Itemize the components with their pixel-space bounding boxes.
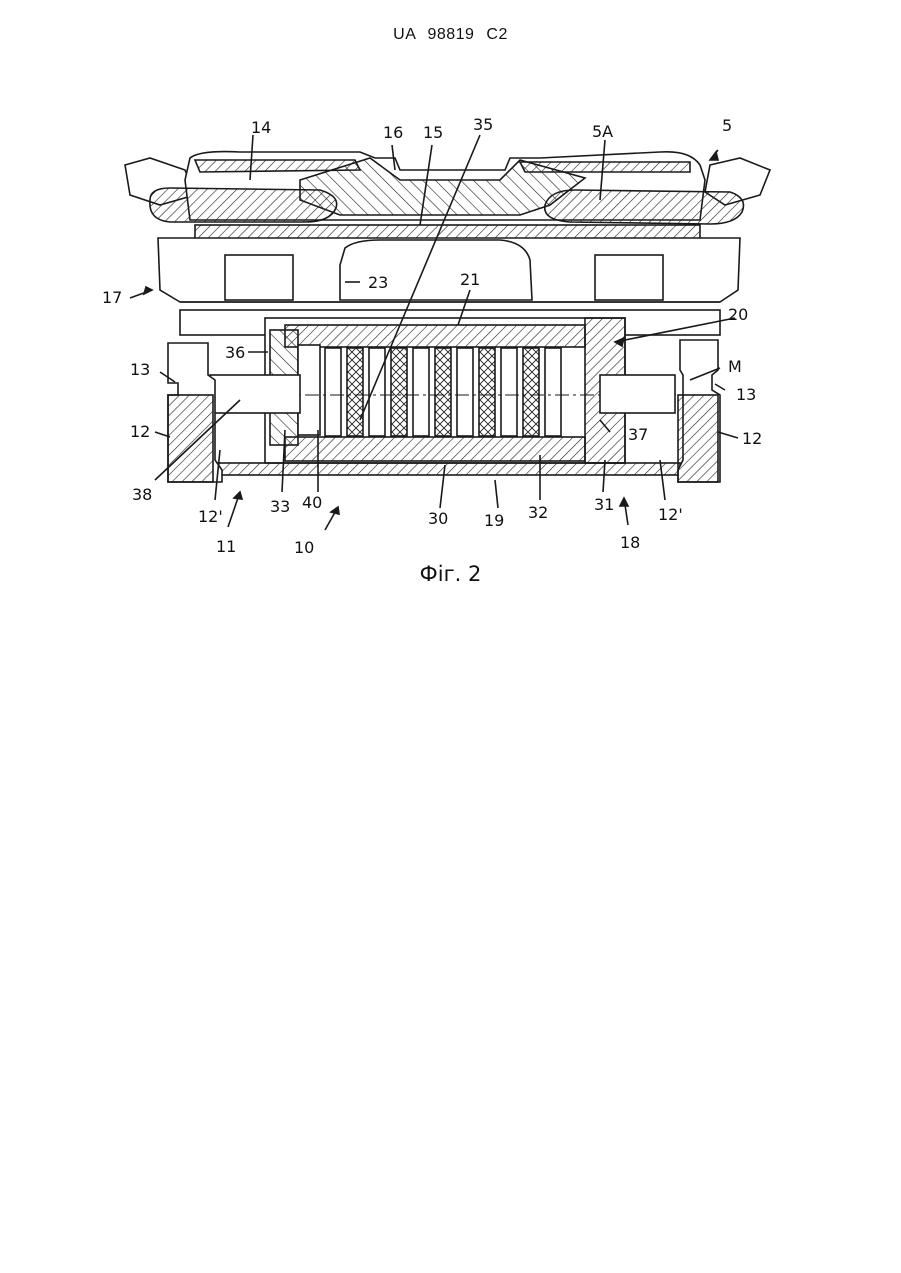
ref-label-10: 10 [294, 538, 314, 557]
ref-label-5A: 5A [592, 122, 613, 141]
ref-label-20: 20 [728, 305, 748, 324]
ref-label-5: 5 [722, 116, 732, 135]
figure-drawing [125, 135, 770, 530]
ref-label-M: M [728, 357, 742, 376]
ref-label-21: 21 [460, 270, 480, 289]
ref-label-30: 30 [428, 509, 448, 528]
ref-label-37: 37 [628, 425, 648, 444]
patent-figure: 14 16 15 35 5A 5 23 21 17 20 36 13 M 13 … [0, 100, 901, 570]
ref-label-17: 17 [102, 288, 122, 307]
ref-label-18: 18 [620, 533, 640, 552]
ref-label-12p-left: 12' [198, 507, 223, 526]
ref-label-33: 33 [270, 497, 290, 516]
ref-label-12-left: 12 [130, 422, 150, 441]
ref-label-15: 15 [423, 123, 443, 142]
figure-caption: Фіг. 2 [0, 562, 901, 586]
ref-label-38: 38 [132, 485, 152, 504]
ref-label-36: 36 [225, 343, 245, 362]
patent-number-header: UA 98819 C2 [0, 26, 901, 44]
ref-label-16: 16 [383, 123, 403, 142]
ref-label-40: 40 [302, 493, 322, 512]
ref-label-13-right: 13 [736, 385, 756, 404]
ref-label-13-left: 13 [130, 360, 150, 379]
ref-label-31: 31 [594, 495, 614, 514]
ref-label-23: 23 [368, 273, 388, 292]
ref-label-12p-right: 12' [658, 505, 683, 524]
ref-label-14: 14 [251, 118, 271, 137]
ref-label-11: 11 [216, 537, 236, 556]
ref-label-12-right: 12 [742, 429, 762, 448]
ref-label-35: 35 [473, 115, 493, 134]
ref-label-19: 19 [484, 511, 504, 530]
ref-label-32: 32 [528, 503, 548, 522]
